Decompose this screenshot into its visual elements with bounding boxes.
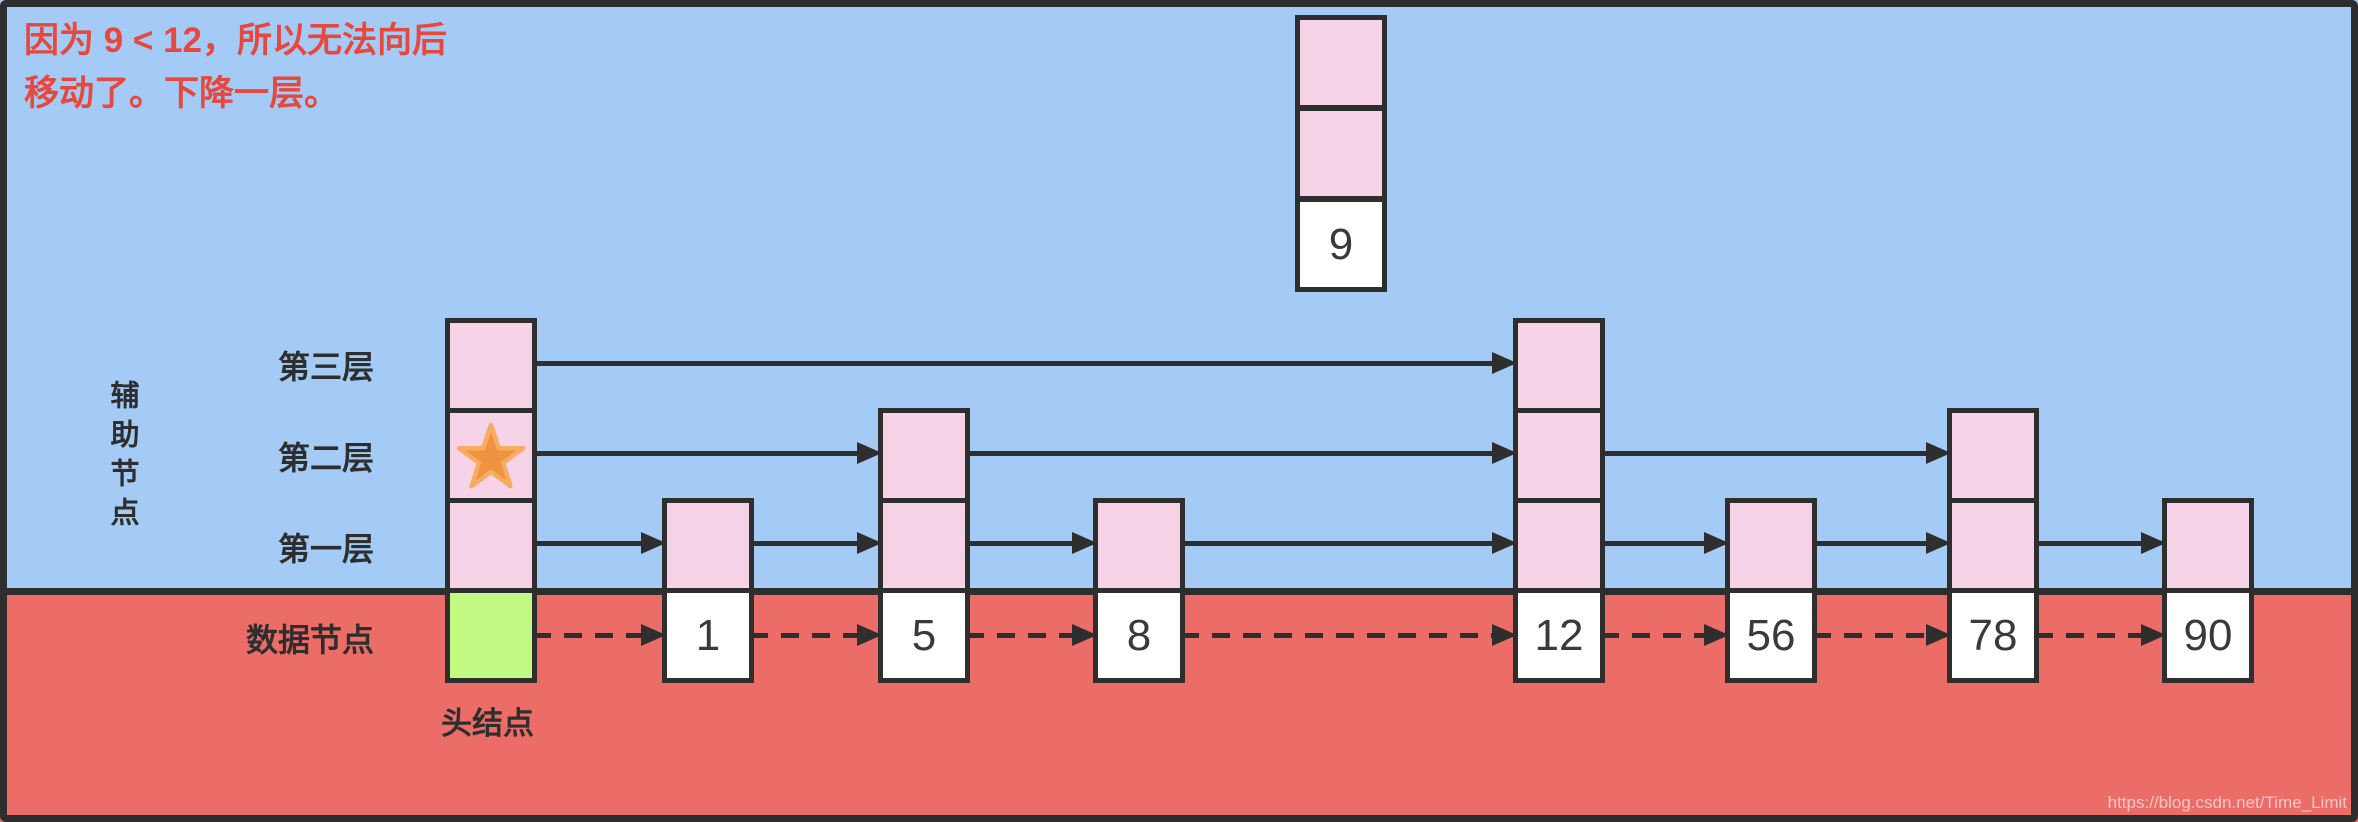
arrow-head-l0-12-to-56 xyxy=(1704,624,1729,646)
layer3-label: 第三层 xyxy=(277,349,374,385)
arrow-head-l0-8-to-12 xyxy=(1492,624,1517,646)
node-8-level1-box xyxy=(1093,498,1185,593)
node-5-level2-box xyxy=(878,408,970,503)
arrow-head-l0-head-to-1 xyxy=(641,624,666,646)
arrow-line-l2-head-to-5 xyxy=(533,451,860,456)
head-node-label: 头结点 xyxy=(441,706,534,741)
node-78-level1-box xyxy=(1947,498,2039,593)
arrow-head-l1-1-to-5 xyxy=(857,532,882,554)
data-row-label: 数据节点 xyxy=(245,622,374,658)
arrow-head-l2-head-to-5 xyxy=(857,442,882,464)
arrow-line-l0-5-to-8 xyxy=(966,633,1075,638)
node-12-level1-box xyxy=(1513,498,1605,593)
layer2-label: 第二层 xyxy=(277,440,374,476)
star-icon xyxy=(457,422,525,488)
layer1-label: 第一层 xyxy=(277,531,374,567)
floating-node-aux-box-mid xyxy=(1295,106,1387,201)
node-8-data-box: 8 xyxy=(1093,588,1185,683)
arrow-head-l0-1-to-5 xyxy=(857,624,882,646)
arrow-line-l2-12-to-78 xyxy=(1601,451,1929,456)
arrow-head-l1-head-to-1 xyxy=(641,532,666,554)
arrow-line-l0-56-to-78 xyxy=(1813,633,1929,638)
node-12-value: 12 xyxy=(1534,610,1584,660)
node-78-level2-box xyxy=(1947,408,2039,503)
arrow-head-l2-5-to-12 xyxy=(1492,442,1517,464)
node-12-level2-box xyxy=(1513,408,1605,503)
annotation-text: 因为 9 < 12，所以无法向后移动了。下降一层。 xyxy=(24,14,447,120)
node-90-value: 90 xyxy=(2183,610,2233,660)
arrow-line-l1-78-to-90 xyxy=(2035,541,2144,546)
arrow-head-l0-56-to-78 xyxy=(1926,624,1951,646)
arrow-head-l3-head-to-12 xyxy=(1492,352,1517,374)
node-1-data-box: 1 xyxy=(662,588,754,683)
node-90-data-box: 90 xyxy=(2162,588,2254,683)
arrow-line-l0-8-to-12 xyxy=(1181,633,1495,638)
node-78-value: 78 xyxy=(1968,610,2018,660)
arrow-head-l1-56-to-78 xyxy=(1926,532,1951,554)
floating-node-value: 9 xyxy=(1328,219,1354,269)
watermark-url: https://blog.csdn.net/Time_Limit xyxy=(2107,793,2347,812)
node-5-value: 5 xyxy=(911,610,937,660)
annotation-line-2: 移动了。下降一层。 xyxy=(24,74,340,113)
node-head-level2-box xyxy=(445,408,537,503)
node-head-data-box xyxy=(445,588,537,683)
node-90-level1-box xyxy=(2162,498,2254,593)
arrow-head-l1-78-to-90 xyxy=(2141,532,2166,554)
arrow-line-l3-head-to-12 xyxy=(533,361,1495,366)
arrow-line-l0-12-to-56 xyxy=(1601,633,1707,638)
arrow-head-l1-5-to-8 xyxy=(1072,532,1097,554)
node-1-value: 1 xyxy=(695,610,721,660)
arrow-head-l1-12-to-56 xyxy=(1704,532,1729,554)
arrow-line-l0-1-to-5 xyxy=(750,633,860,638)
arrow-line-l1-56-to-78 xyxy=(1813,541,1929,546)
node-56-level1-box xyxy=(1725,498,1817,593)
node-5-level1-box xyxy=(878,498,970,593)
arrow-head-l0-78-to-90 xyxy=(2141,624,2166,646)
arrow-line-l1-head-to-1 xyxy=(533,541,644,546)
node-56-data-box: 56 xyxy=(1725,588,1817,683)
node-1-level1-box xyxy=(662,498,754,593)
annotation-line-1: 因为 9 < 12，所以无法向后 xyxy=(24,21,448,60)
arrow-line-l0-head-to-1 xyxy=(533,633,644,638)
arrow-head-l1-8-to-12 xyxy=(1492,532,1517,554)
arrow-line-l1-5-to-8 xyxy=(966,541,1075,546)
node-12-data-box: 12 xyxy=(1513,588,1605,683)
node-head-level3-box xyxy=(445,318,537,413)
node-78-data-box: 78 xyxy=(1947,588,2039,683)
arrow-line-l0-78-to-90 xyxy=(2035,633,2144,638)
node-5-data-box: 5 xyxy=(878,588,970,683)
node-56-value: 56 xyxy=(1746,610,1796,660)
arrow-head-l0-5-to-8 xyxy=(1072,624,1097,646)
floating-node-aux-box-top xyxy=(1295,15,1387,110)
arrow-line-l1-1-to-5 xyxy=(750,541,860,546)
floating-node-data-box: 9 xyxy=(1295,197,1387,292)
arrow-line-l1-8-to-12 xyxy=(1181,541,1495,546)
arrow-line-l1-12-to-56 xyxy=(1601,541,1707,546)
arrow-head-l2-12-to-78 xyxy=(1926,442,1951,464)
node-head-level1-box xyxy=(445,498,537,593)
node-8-value: 8 xyxy=(1126,610,1152,660)
arrow-line-l2-5-to-12 xyxy=(966,451,1495,456)
node-12-level3-box xyxy=(1513,318,1605,413)
aux-region-label: 辅助节点 xyxy=(106,380,138,536)
